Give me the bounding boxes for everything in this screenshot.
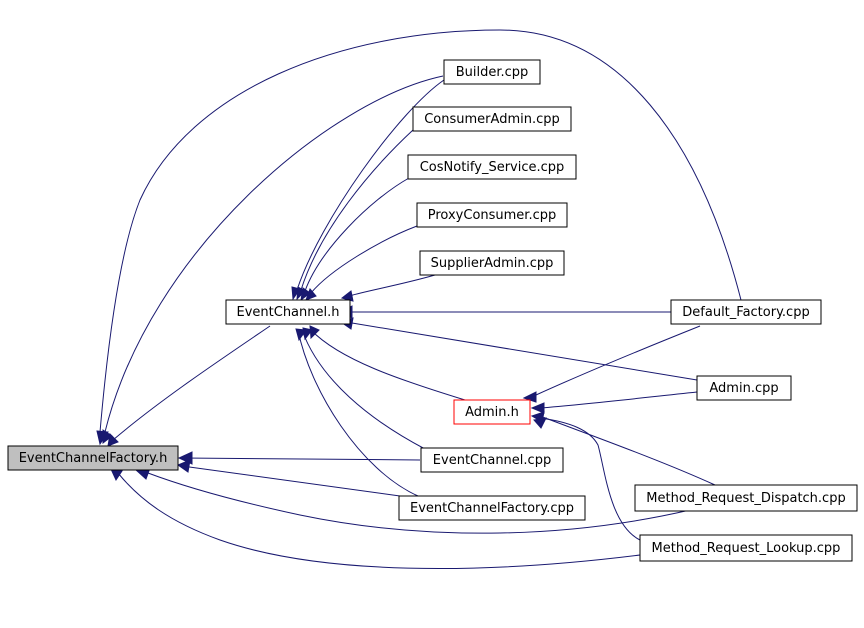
edge-mrl-to-admin-h bbox=[539, 417, 641, 541]
node-eventchannel-cpp[interactable]: EventChannel.cpp bbox=[420, 447, 564, 473]
edge-consumeradmin-to-ec-h bbox=[300, 129, 414, 291]
node-supplieradmin-cpp[interactable]: SupplierAdmin.cpp bbox=[419, 250, 565, 276]
node-builder-cpp[interactable]: Builder.cpp bbox=[443, 59, 541, 85]
node-label: EventChannel.h bbox=[237, 305, 340, 320]
node-label: EventChannelFactory.cpp bbox=[410, 501, 574, 516]
node-label: CosNotify_Service.cpp bbox=[420, 160, 565, 175]
edges bbox=[99, 29, 742, 570]
edge-builder-to-ecf-h bbox=[104, 75, 444, 433]
edge-defaultfactory-to-admin-h bbox=[535, 325, 701, 396]
node-method-request-lookup-cpp[interactable]: Method_Request_Lookup.cpp bbox=[639, 534, 853, 562]
node-admin-h[interactable]: Admin.h bbox=[453, 399, 531, 425]
edge-proxyconsumer-to-ec-h bbox=[310, 225, 418, 294]
node-label: Method_Request_Lookup.cpp bbox=[652, 541, 841, 556]
node-eventchannelfactory-h[interactable]: EventChannelFactory.h bbox=[7, 445, 179, 471]
edge-admin-h-to-ec-h bbox=[310, 329, 466, 401]
node-proxyconsumer-cpp[interactable]: ProxyConsumer.cpp bbox=[416, 202, 568, 228]
arrowhead-ec-h-i bbox=[302, 327, 313, 341]
node-admin-cpp[interactable]: Admin.cpp bbox=[696, 375, 792, 401]
node-label: Admin.cpp bbox=[709, 381, 778, 396]
node-eventchannel-h[interactable]: EventChannel.h bbox=[225, 299, 351, 325]
node-eventchannelfactory-cpp[interactable]: EventChannelFactory.cpp bbox=[398, 495, 586, 521]
edge-ecfcpp-to-ecf-h bbox=[181, 465, 401, 497]
node-label: SupplierAdmin.cpp bbox=[431, 256, 554, 271]
arrowhead-admin-h-d bbox=[533, 417, 547, 429]
edge-mrl-to-ecf-h bbox=[117, 472, 641, 570]
nodes: EventChannelFactory.h EventChannel.h Bui… bbox=[7, 59, 858, 562]
edge-eccpp-to-ecf-h bbox=[181, 457, 421, 461]
edge-supplieradmin-to-ec-h bbox=[348, 274, 436, 297]
arrowhead-ecf-h-c bbox=[107, 432, 119, 447]
node-label: Admin.h bbox=[465, 405, 519, 420]
node-label: EventChannelFactory.h bbox=[19, 451, 168, 466]
node-label: EventChannel.cpp bbox=[433, 453, 551, 468]
arrowhead-ec-h-j bbox=[309, 325, 320, 340]
arrowhead-ecf-h-g bbox=[110, 468, 123, 482]
node-method-request-dispatch-cpp[interactable]: Method_Request_Dispatch.cpp bbox=[634, 484, 858, 512]
node-label: Builder.cpp bbox=[456, 65, 529, 80]
node-consumeradmin-cpp[interactable]: ConsumerAdmin.cpp bbox=[412, 106, 572, 132]
arrowhead-ec-h-c bbox=[300, 287, 311, 302]
arrowhead-ecf-h-e bbox=[176, 459, 191, 473]
edge-ec-h-to-ecf-h bbox=[112, 325, 271, 441]
node-label: Default_Factory.cpp bbox=[682, 305, 809, 320]
node-default-factory-cpp[interactable]: Default_Factory.cpp bbox=[670, 299, 822, 325]
edge-admincpp-to-ec-h bbox=[351, 322, 698, 381]
node-label: ProxyConsumer.cpp bbox=[428, 208, 557, 223]
edge-builder-to-ec-h bbox=[296, 79, 445, 291]
node-label: ConsumerAdmin.cpp bbox=[424, 112, 560, 127]
edge-defaultfactory-to-ecf-h bbox=[99, 29, 742, 433]
node-cosnotify-service-cpp[interactable]: CosNotify_Service.cpp bbox=[407, 154, 577, 180]
arrowhead-ecf-h-b bbox=[102, 429, 113, 445]
node-label: Method_Request_Dispatch.cpp bbox=[646, 491, 845, 506]
arrowhead-admin-h-b bbox=[530, 402, 545, 414]
edge-mrd-to-ecf-h bbox=[147, 472, 691, 534]
edge-ecfcpp-to-ec-h bbox=[297, 329, 419, 497]
edge-cosnotify-to-ec-h bbox=[304, 177, 410, 292]
edge-mrd-to-admin-h bbox=[539, 415, 716, 486]
edge-admincpp-to-admin-h bbox=[539, 391, 698, 409]
arrowhead-ec-h-d bbox=[305, 288, 317, 301]
edge-eccpp-to-ec-h bbox=[301, 329, 426, 450]
